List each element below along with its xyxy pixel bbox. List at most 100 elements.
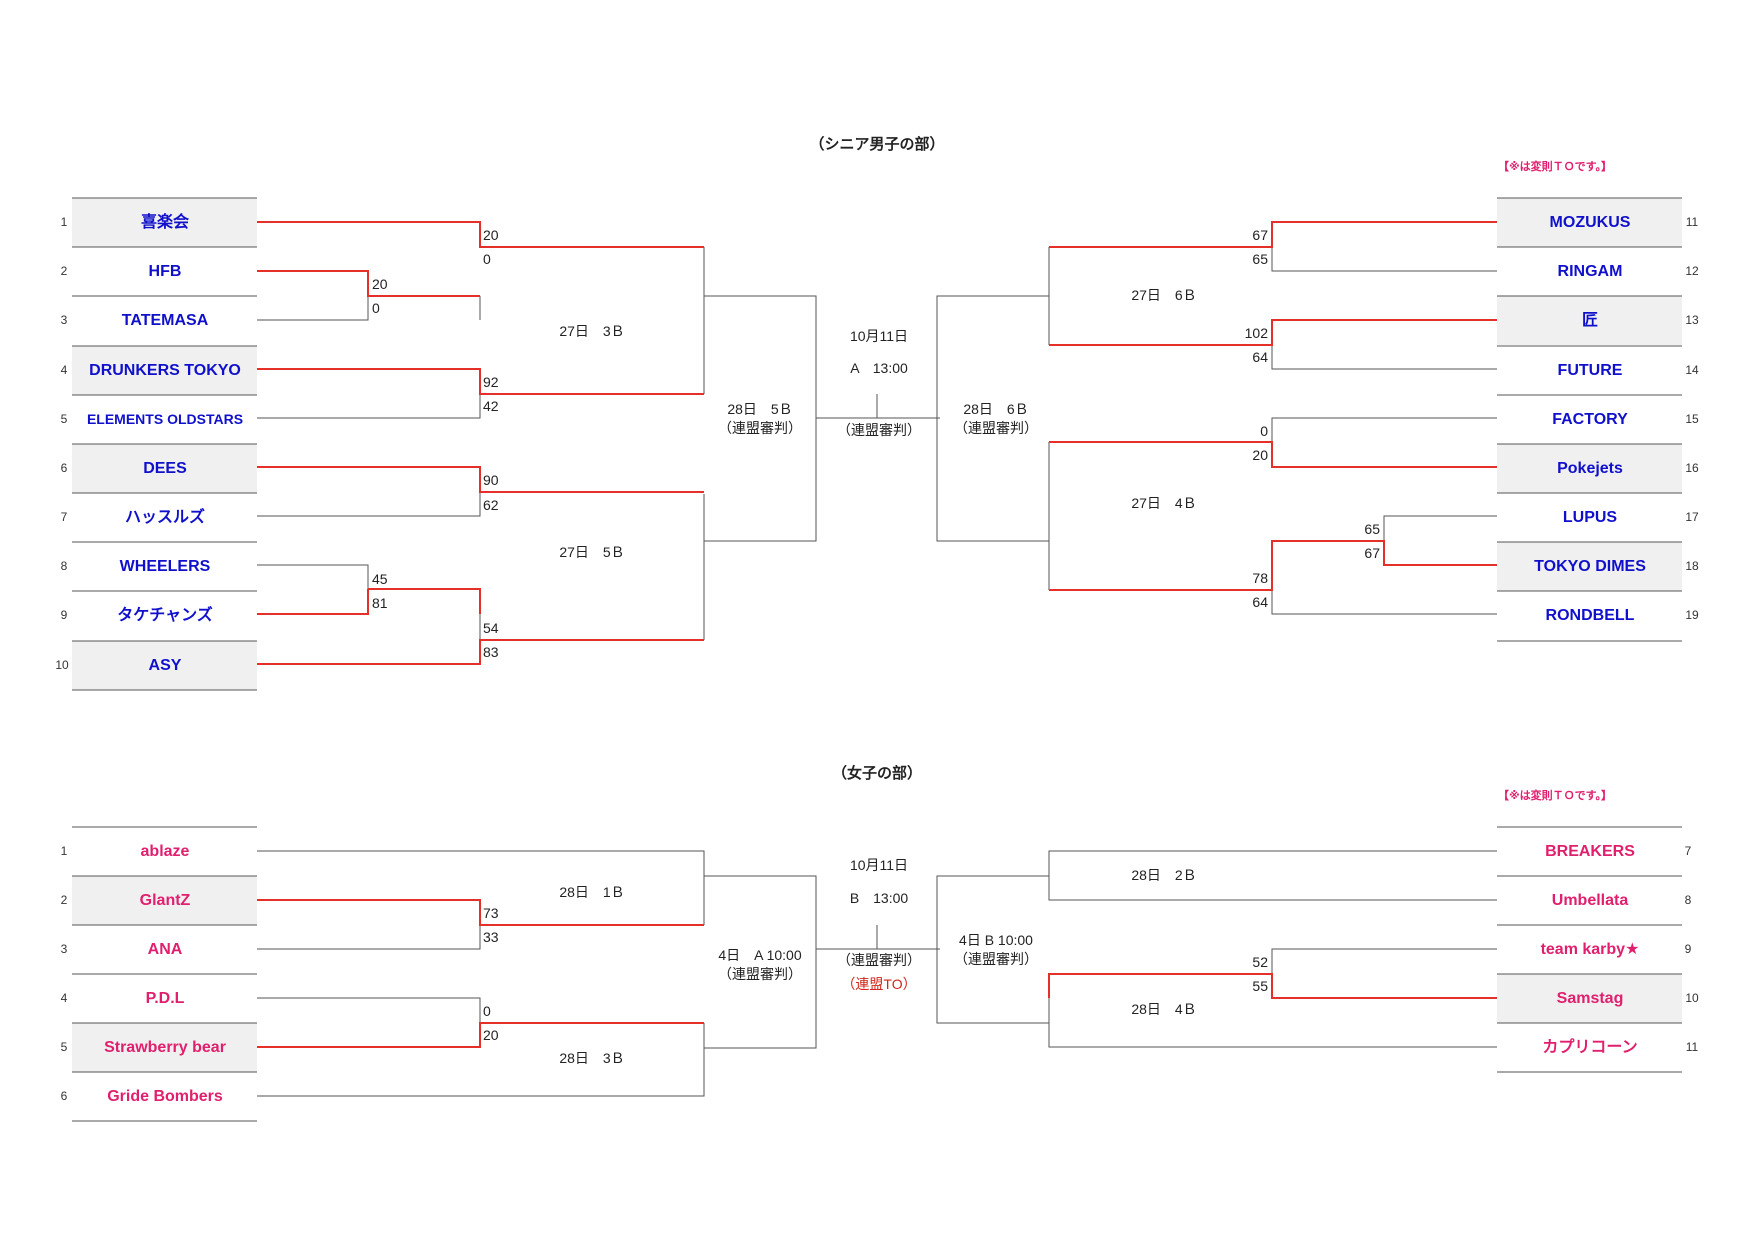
team-name: team karby★	[1541, 941, 1640, 958]
team-name: LUPUS	[1563, 509, 1618, 526]
team-name: ハッスルズ	[125, 507, 205, 526]
score: 20	[372, 276, 388, 292]
score: 45	[372, 571, 388, 587]
score: 92	[483, 374, 499, 390]
score: 73	[483, 905, 499, 921]
match-label: 28日 5Ｂ	[727, 401, 792, 417]
final-time: B 13:00	[850, 890, 909, 906]
team-name: カプリコーン	[1542, 1037, 1637, 1056]
seed-number: 11	[1686, 1040, 1699, 1054]
seed-number: 6	[61, 461, 68, 475]
score: 67	[1364, 545, 1380, 561]
score: 62	[483, 497, 499, 513]
match-label: 28日 3Ｂ	[559, 1050, 624, 1066]
team-name: RINGAM	[1558, 263, 1623, 280]
women-match-labels: 28日 1Ｂ 28日 3Ｂ 4日 A 10:00 （連盟審判） 28日 2Ｂ 2…	[559, 857, 1196, 1066]
senior-bracket: （シニア男子の部） 【※は変則ＴＯです。】	[55, 135, 1699, 691]
senior-left-winner-lines	[257, 221, 704, 665]
senior-title: （シニア男子の部）	[809, 135, 944, 153]
seed-number: 3	[61, 942, 68, 956]
seed-number: 8	[61, 559, 68, 573]
senior-left-team-boxes	[72, 197, 257, 691]
women-right-winner-lines	[1048, 973, 1497, 999]
match-label: 4日 A 10:00	[718, 947, 801, 963]
seed-number: 5	[61, 412, 68, 426]
seed-number: 7	[1685, 844, 1692, 858]
team-name: Gride Bombers	[107, 1088, 223, 1105]
women-left-team-boxes	[72, 826, 257, 1122]
match-label: 28日 6Ｂ	[963, 401, 1028, 417]
team-name: FUTURE	[1558, 362, 1623, 379]
seed-number: 6	[61, 1089, 68, 1103]
team-name: Umbellata	[1552, 892, 1629, 909]
score: 65	[1364, 521, 1380, 537]
seed-number: 4	[61, 991, 68, 1005]
seed-number: 11	[1686, 215, 1699, 229]
seed-number: 10	[55, 658, 69, 672]
score: 0	[483, 1003, 491, 1019]
score: 67	[1252, 227, 1268, 243]
team-name: MOZUKUS	[1550, 214, 1631, 231]
team-name: Pokejets	[1557, 460, 1623, 477]
score: 20	[1252, 447, 1268, 463]
team-name: WHEELERS	[120, 558, 211, 575]
seed-number: 2	[61, 264, 68, 278]
final-referee: （連盟審判）	[837, 422, 921, 438]
score: 20	[483, 1027, 499, 1043]
match-label: （連盟審判）	[718, 966, 802, 982]
seed-number: 3	[61, 313, 68, 327]
women-right-teams: BREAKERS 7 Umbellata 8 team karby★ 9 Sam…	[1541, 843, 1699, 1056]
seed-number: 1	[61, 844, 68, 858]
women-left-winner-lines	[257, 899, 704, 1048]
team-name: タケチャンズ	[117, 605, 213, 624]
match-label: （連盟審判）	[954, 420, 1038, 436]
score: 52	[1252, 954, 1268, 970]
team-name: DRUNKERS TOKYO	[89, 362, 241, 379]
score: 33	[483, 929, 499, 945]
team-name: P.D.L	[146, 990, 185, 1007]
seed-number: 13	[1685, 313, 1699, 327]
women-left-teams: 1 ablaze 2 GlantZ 3 ANA 4 P.D.L 5 Strawb…	[61, 843, 226, 1105]
score: 78	[1252, 570, 1268, 586]
seed-number: 9	[1685, 942, 1692, 956]
final-date: 10月11日	[850, 857, 908, 873]
score: 55	[1252, 978, 1268, 994]
match-label: （連盟審判）	[718, 420, 802, 436]
team-name: GlantZ	[140, 892, 191, 909]
team-name: Strawberry bear	[104, 1039, 226, 1056]
score: 81	[372, 595, 388, 611]
seed-number: 2	[61, 893, 68, 907]
team-name: BREAKERS	[1545, 843, 1635, 860]
score: 65	[1252, 251, 1268, 267]
seed-number: 14	[1685, 363, 1699, 377]
team-name: ablaze	[141, 843, 190, 860]
seed-number: 10	[1685, 991, 1699, 1005]
team-name: 喜楽会	[141, 212, 189, 231]
seed-number: 7	[61, 510, 68, 524]
match-label: 27日 3Ｂ	[559, 323, 624, 339]
team-name: TOKYO DIMES	[1534, 558, 1646, 575]
senior-right-team-boxes	[1497, 197, 1682, 642]
senior-right-teams: MOZUKUS 11 RINGAM 12 匠 13 FUTURE 14 FACT…	[1534, 214, 1699, 624]
seed-number: 4	[61, 363, 68, 377]
women-note: 【※は変則ＴＯです。】	[1498, 788, 1612, 802]
score: 64	[1252, 349, 1268, 365]
team-name: DEES	[143, 460, 187, 477]
match-label: 27日 4Ｂ	[1131, 495, 1196, 511]
match-label: 4日 B 10:00	[959, 932, 1033, 948]
seed-number: 17	[1685, 510, 1699, 524]
match-label: 27日 6Ｂ	[1131, 287, 1196, 303]
team-name: ASY	[149, 657, 182, 674]
women-right-bracket-lines	[816, 850, 1497, 1048]
seed-number: 8	[1685, 893, 1692, 907]
match-label: 28日 4Ｂ	[1131, 1001, 1196, 1017]
score: 42	[483, 398, 499, 414]
seed-number: 1	[61, 215, 68, 229]
senior-match-labels: 27日 3Ｂ 27日 5Ｂ 28日 5Ｂ （連盟審判） 27日 6Ｂ 27日 4…	[559, 287, 1196, 560]
women-title: （女子の部）	[832, 764, 922, 782]
score: 0	[372, 300, 380, 316]
team-name: FACTORY	[1552, 411, 1628, 428]
team-name: ELEMENTS OLDSTARS	[87, 411, 243, 427]
team-name: HFB	[149, 263, 182, 280]
